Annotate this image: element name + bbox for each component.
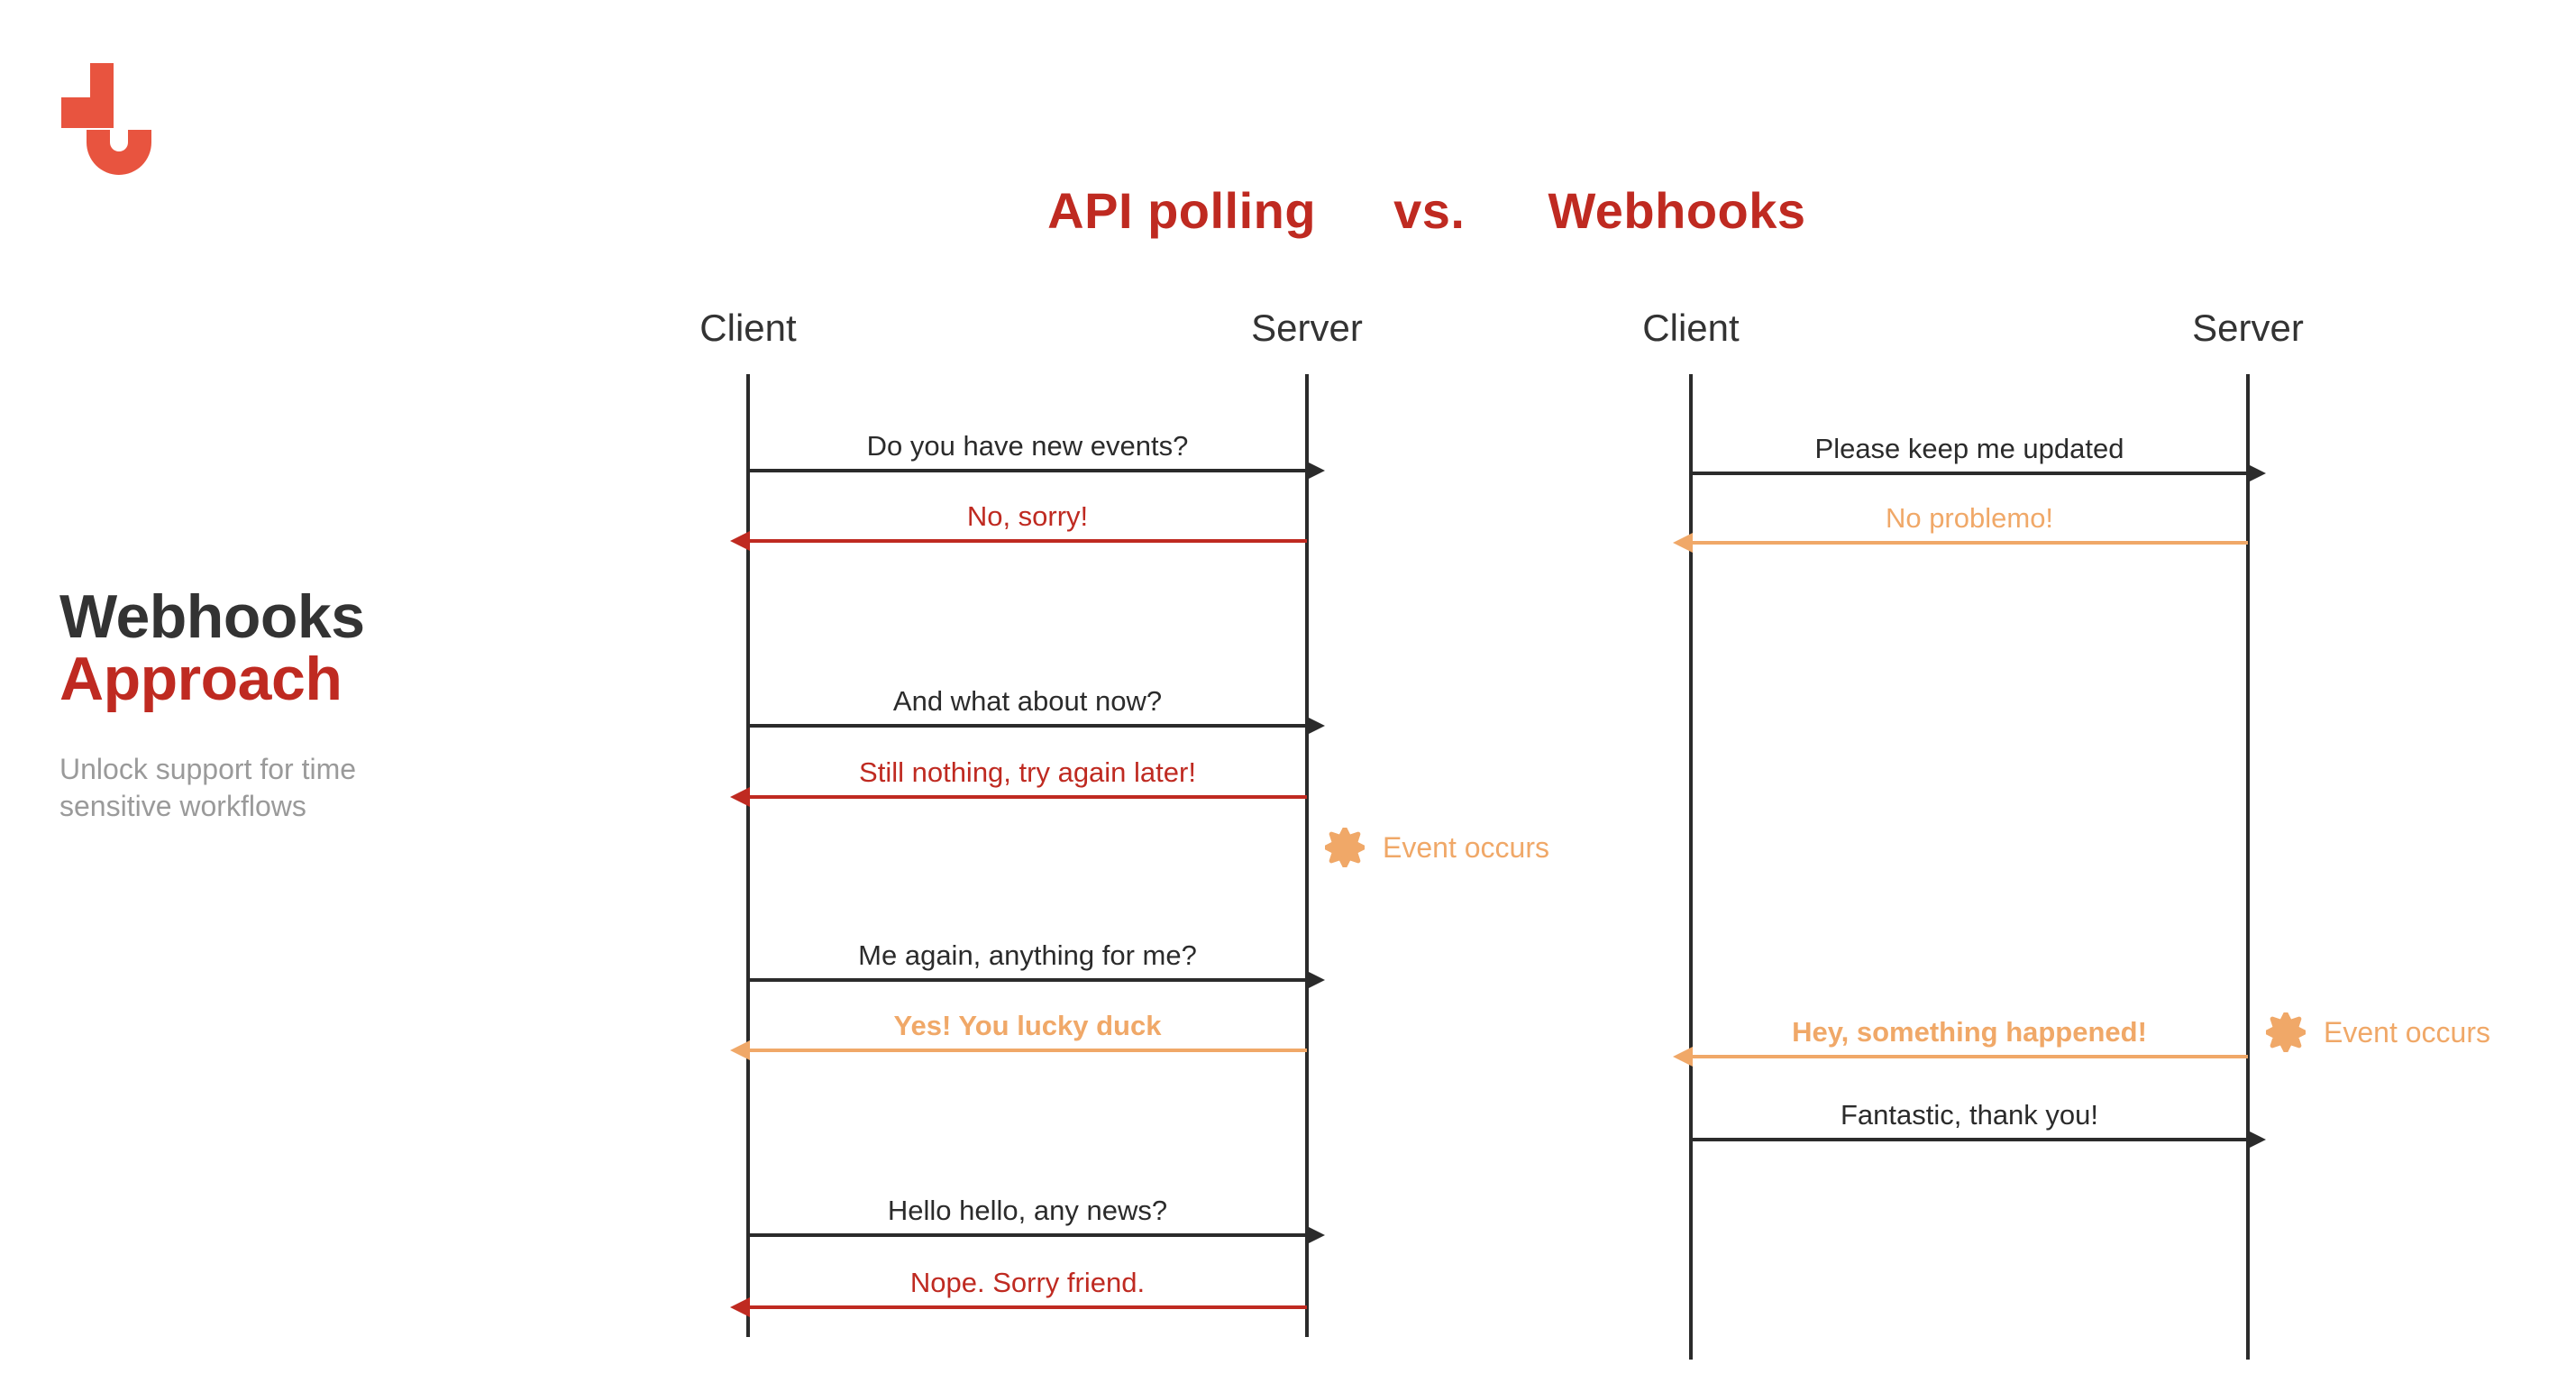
- lifeline-client: [746, 374, 750, 1337]
- arrowhead-left-icon: [730, 1297, 750, 1317]
- message-line: [748, 795, 1307, 799]
- message-label: No, sorry!: [966, 500, 1089, 532]
- actor-label-client: Client: [699, 307, 797, 349]
- page-title-part-vs: vs.: [1393, 182, 1466, 239]
- message-label: Fantastic, thank you!: [1840, 1099, 2099, 1131]
- event-label: Event occurs: [1383, 830, 1549, 864]
- arrowhead-left-icon: [1673, 1047, 1693, 1067]
- section-subtitle-line-1: Unlock support for time: [59, 752, 357, 785]
- arrowhead-left-icon: [730, 531, 750, 551]
- arrowhead-right-icon: [1305, 461, 1325, 481]
- lifeline-server: [1305, 374, 1309, 1337]
- message-line: [748, 724, 1307, 728]
- message-line: [748, 978, 1307, 982]
- message-label: Me again, anything for me?: [858, 939, 1197, 971]
- event-star-icon: [2266, 1012, 2306, 1052]
- arrowhead-right-icon: [2246, 1130, 2266, 1149]
- message-line: [748, 1305, 1307, 1309]
- lifeline-client: [1689, 374, 1693, 1360]
- message-line: [748, 469, 1307, 472]
- event-label: Event occurs: [2324, 1015, 2490, 1049]
- section-heading-line-2: Approach: [59, 645, 343, 714]
- typeform-logo-icon: [52, 56, 178, 182]
- page-title-part-polling: API polling: [1047, 182, 1317, 239]
- section-heading-line-1: Webhooks: [59, 582, 365, 651]
- actor-label-client: Client: [1642, 307, 1740, 349]
- arrowhead-right-icon: [1305, 716, 1325, 736]
- actor-label-server: Server: [1251, 307, 1363, 349]
- event-marker-1: Event occurs: [1325, 828, 1549, 867]
- message-label: Please keep me updated: [1814, 433, 2124, 464]
- event-star-icon: [1325, 828, 1365, 867]
- actor-label-server: Server: [2192, 307, 2304, 349]
- arrowhead-right-icon: [1305, 1225, 1325, 1245]
- event-marker-1: Event occurs: [2266, 1012, 2490, 1052]
- message-label: Hello hello, any news?: [887, 1195, 1168, 1226]
- message-line: [748, 1049, 1307, 1052]
- page-title: API polling vs. Webhooks: [991, 123, 1806, 298]
- left-text-block: Webhooks Approach Unlock support for tim…: [59, 582, 564, 825]
- section-subtitle-line-2: sensitive workflows: [59, 789, 306, 822]
- arrowhead-left-icon: [730, 1040, 750, 1060]
- message-line: [1691, 1138, 2248, 1141]
- message-line: [1691, 541, 2248, 545]
- arrowhead-right-icon: [1305, 970, 1325, 990]
- message-label: Do you have new events?: [866, 430, 1189, 462]
- message-line: [1691, 1055, 2248, 1058]
- arrowhead-right-icon: [2246, 463, 2266, 483]
- message-line: [748, 539, 1307, 543]
- message-label: No problemo!: [1885, 502, 2054, 534]
- message-label: Nope. Sorry friend.: [909, 1267, 1146, 1298]
- message-label: Hey, something happened!: [1792, 1016, 2147, 1048]
- message-label: And what about now?: [892, 685, 1163, 717]
- message-label: Yes! You lucky duck: [893, 1010, 1162, 1041]
- arrowhead-left-icon: [730, 787, 750, 807]
- section-subtitle: Unlock support for time sensitive workfl…: [59, 751, 564, 825]
- message-label: Still nothing, try again later!: [859, 756, 1196, 788]
- lifeline-server: [2246, 374, 2250, 1360]
- message-line: [1691, 472, 2248, 475]
- message-line: [748, 1233, 1307, 1237]
- page-title-part-webhooks: Webhooks: [1548, 182, 1806, 239]
- arrowhead-left-icon: [1673, 533, 1693, 553]
